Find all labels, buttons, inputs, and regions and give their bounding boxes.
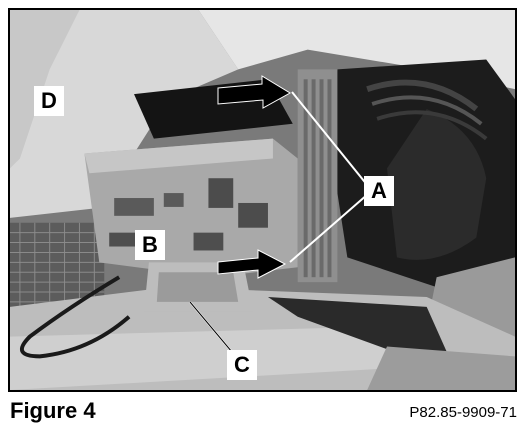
- leader-line-a-upper: [291, 91, 369, 187]
- upper-arrow-icon: [217, 75, 291, 109]
- leader-line-a-lower: [289, 193, 369, 263]
- callout-label-a: A: [364, 176, 394, 206]
- lower-arrow-icon: [217, 249, 287, 279]
- callout-label-c: C: [227, 350, 257, 380]
- trunk-compartment-photo: [10, 10, 515, 390]
- callout-label-b: B: [135, 230, 165, 260]
- figure-photo: [8, 8, 517, 392]
- figure-caption: Figure 4: [10, 398, 96, 423]
- callout-label-d: D: [34, 86, 64, 116]
- figure-reference-number: P82.85-9909-71: [409, 404, 517, 421]
